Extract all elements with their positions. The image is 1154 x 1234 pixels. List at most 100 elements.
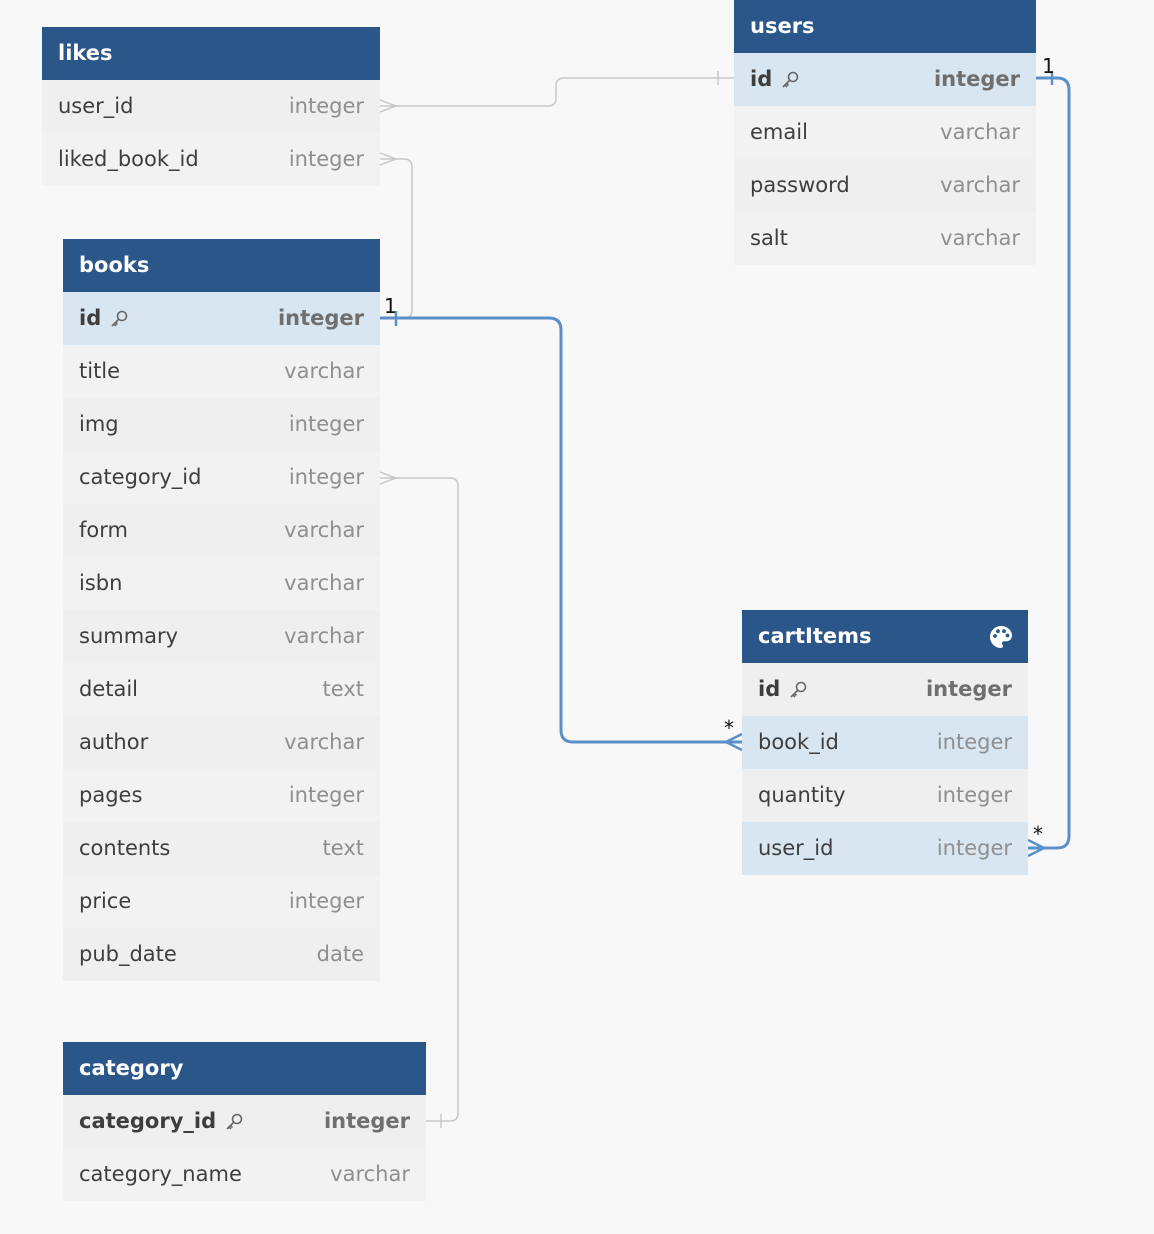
field-row-quantity[interactable]: quantity integer	[742, 769, 1028, 822]
edge-books-category[interactable]	[380, 477, 459, 1122]
field-type: varchar	[940, 173, 1020, 197]
field-name: id	[79, 306, 102, 330]
field-name: contents	[79, 836, 171, 860]
field-type: integer	[288, 94, 364, 118]
key-icon	[226, 1113, 243, 1130]
field-name: title	[79, 359, 121, 383]
field-type: varchar	[284, 624, 364, 648]
field-row-user-id[interactable]: user_id integer	[742, 822, 1028, 875]
field-row-pages[interactable]: pages integer	[63, 769, 380, 822]
field-name: price	[79, 889, 132, 913]
field-row-contents[interactable]: contents text	[63, 822, 380, 875]
field-name: quantity	[758, 783, 846, 807]
field-type: varchar	[330, 1162, 410, 1186]
field-type: varchar	[284, 359, 364, 383]
field-row-user-id[interactable]: user_id integer	[42, 80, 380, 133]
table-users[interactable]: users id integer email varchar password …	[734, 0, 1036, 265]
field-name: liked_book_id	[58, 147, 199, 171]
edge-books-cartitems[interactable]	[380, 316, 742, 744]
field-name: summary	[79, 624, 179, 648]
field-name: category_id	[79, 465, 202, 489]
table-title: cartItems	[758, 624, 872, 648]
field-row-category-id[interactable]: category_id integer	[63, 451, 380, 504]
field-row-category-name[interactable]: category_name varchar	[63, 1148, 426, 1201]
field-row-email[interactable]: email varchar	[734, 106, 1036, 159]
field-name: pages	[79, 783, 143, 807]
key-icon	[782, 71, 799, 88]
field-name: id	[750, 67, 773, 91]
table-header[interactable]: category	[63, 1042, 426, 1095]
table-header[interactable]: users	[734, 0, 1036, 53]
field-type: integer	[288, 465, 364, 489]
field-name: img	[79, 412, 119, 436]
field-name: category_name	[79, 1162, 242, 1186]
field-type: integer	[936, 783, 1012, 807]
field-type: integer	[323, 1109, 410, 1133]
field-row-id[interactable]: id integer	[63, 292, 380, 345]
cardinality-cartitems-book-many: *	[724, 716, 734, 740]
field-name: user_id	[58, 94, 134, 118]
field-row-isbn[interactable]: isbn varchar	[63, 557, 380, 610]
field-row-pub-date[interactable]: pub_date date	[63, 928, 380, 981]
table-category[interactable]: category category_id integer category_na…	[63, 1042, 426, 1201]
field-type: text	[322, 836, 364, 860]
field-type: varchar	[284, 518, 364, 542]
cardinality-users-one: 1	[1042, 54, 1055, 78]
field-type: integer	[936, 836, 1012, 860]
field-row-title[interactable]: title varchar	[63, 345, 380, 398]
cardinality-cartitems-user-many: *	[1033, 822, 1043, 846]
table-likes[interactable]: likes user_id integer liked_book_id inte…	[42, 27, 380, 186]
table-header[interactable]: books	[63, 239, 380, 292]
field-type: varchar	[940, 120, 1020, 144]
palette-icon[interactable]	[988, 624, 1014, 650]
field-row-detail[interactable]: detail text	[63, 663, 380, 716]
table-books[interactable]: books id integer title varchar img integ…	[63, 239, 380, 981]
field-row-book-id[interactable]: book_id integer	[742, 716, 1028, 769]
crowfoot-cartitems-user-id	[1027, 838, 1047, 858]
field-type: text	[322, 677, 364, 701]
field-row-author[interactable]: author varchar	[63, 716, 380, 769]
field-name: password	[750, 173, 850, 197]
key-icon	[790, 681, 807, 698]
field-row-password[interactable]: password varchar	[734, 159, 1036, 212]
field-type: date	[316, 942, 364, 966]
edge-users-cartitems[interactable]	[1028, 76, 1071, 850]
edge-likes-users[interactable]	[380, 77, 734, 107]
table-cartitems[interactable]: cartItems id integer book_id integer qua…	[742, 610, 1028, 875]
field-name: book_id	[758, 730, 839, 754]
field-row-salt[interactable]: salt varchar	[734, 212, 1036, 265]
field-name: id	[758, 677, 781, 701]
field-type: varchar	[284, 571, 364, 595]
field-row-price[interactable]: price integer	[63, 875, 380, 928]
field-name: isbn	[79, 571, 123, 595]
field-name: detail	[79, 677, 139, 701]
field-type: integer	[288, 412, 364, 436]
field-row-liked-book-id[interactable]: liked_book_id integer	[42, 133, 380, 186]
cardinality-books-one: 1	[384, 294, 397, 318]
field-type: varchar	[284, 730, 364, 754]
field-type: integer	[288, 147, 364, 171]
field-row-img[interactable]: img integer	[63, 398, 380, 451]
field-row-summary[interactable]: summary varchar	[63, 610, 380, 663]
crowfoot-cartitems-book-id	[723, 732, 743, 752]
field-name: user_id	[758, 836, 834, 860]
field-type: integer	[288, 889, 364, 913]
field-type: varchar	[940, 226, 1020, 250]
table-header[interactable]: cartItems	[742, 610, 1028, 663]
field-name: form	[79, 518, 128, 542]
field-row-id[interactable]: id integer	[734, 53, 1036, 106]
field-type: integer	[933, 67, 1020, 91]
field-row-category-id[interactable]: category_id integer	[63, 1095, 426, 1148]
field-name: author	[79, 730, 149, 754]
key-icon	[111, 310, 128, 327]
field-type: integer	[277, 306, 364, 330]
crowfoot-likes-user-id	[379, 99, 399, 113]
field-name: email	[750, 120, 808, 144]
field-row-id[interactable]: id integer	[742, 663, 1028, 716]
table-header[interactable]: likes	[42, 27, 380, 80]
field-type: integer	[936, 730, 1012, 754]
field-row-form[interactable]: form varchar	[63, 504, 380, 557]
crowfoot-books-category-id	[379, 471, 399, 485]
crowfoot-likes-liked-book-id	[379, 152, 399, 166]
